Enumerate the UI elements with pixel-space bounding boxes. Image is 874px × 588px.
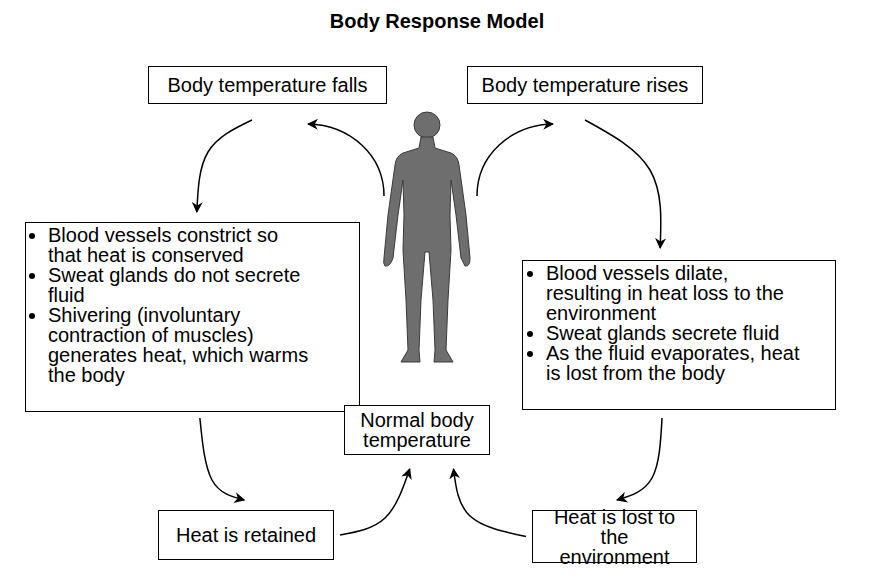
curved-arrow — [340, 469, 410, 535]
response-box: Blood vessels constrict so that heat is … — [25, 222, 360, 412]
bullet-text: As the fluid evaporates, heat is lost fr… — [546, 343, 804, 383]
human-figure — [384, 112, 470, 362]
state-box: Body temperature rises — [467, 66, 703, 104]
bullet-text: Shivering (involuntary contraction of mu… — [48, 305, 312, 385]
box-label: Body temperature rises — [482, 75, 689, 95]
box-label: Normal body temperature — [351, 410, 483, 450]
bullet-text: Blood vessels dilate, resulting in heat … — [546, 263, 804, 323]
state-box: Heat is retained — [158, 510, 334, 560]
curved-arrow — [200, 418, 244, 500]
response-box: Blood vessels dilate, resulting in heat … — [522, 260, 836, 410]
state-box: Heat is lost to the environment — [532, 510, 697, 563]
curved-arrow — [454, 469, 527, 537]
bullet-text: Sweat glands do not secrete fluid — [48, 265, 312, 305]
state-box: Normal body temperature — [344, 405, 490, 455]
curved-arrow — [477, 124, 553, 196]
diagram-title: Body Response Model — [0, 9, 874, 33]
curved-arrow — [585, 120, 661, 248]
figure-head — [414, 112, 440, 138]
figure-body — [384, 137, 470, 362]
box-label: Heat is lost to the environment — [545, 507, 684, 567]
box-label: Body temperature falls — [167, 75, 367, 95]
curved-arrow — [197, 120, 252, 212]
box-label: Heat is retained — [176, 525, 316, 545]
bullet-text: Sweat glands secrete fluid — [546, 323, 804, 343]
state-box: Body temperature falls — [148, 66, 387, 104]
curved-arrow — [308, 124, 384, 196]
curved-arrow — [617, 418, 662, 500]
bullet-text: Blood vessels constrict so that heat is … — [48, 225, 312, 265]
